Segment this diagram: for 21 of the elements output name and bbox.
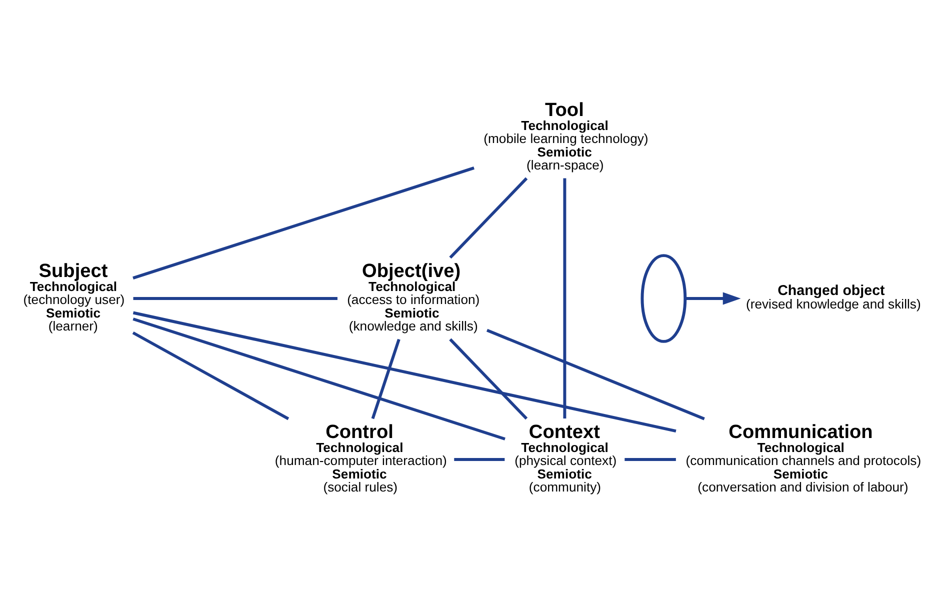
- connector: [486, 328, 704, 420]
- connector: [448, 338, 528, 420]
- connector: [370, 338, 400, 420]
- node-text: Tool Technological (mobile learning technology) Semiotic (learn-space): [483, 100, 648, 172]
- connector: [132, 331, 289, 420]
- connector: [562, 178, 566, 419]
- connector: [448, 177, 528, 259]
- connector: [132, 318, 505, 440]
- node-text: Changed object (revised knowledge and skills): [745, 283, 920, 312]
- node-text: Subject Technological (technology user) Semiotic (learner): [22, 260, 124, 334]
- node-text: Object(ive) Technological (access to information) Semiotic (knowledge and skills): [346, 260, 480, 334]
- connector: [454, 458, 504, 461]
- node-text: Context Technological (physical context) Semiotic (community): [514, 422, 616, 494]
- connector: [132, 311, 676, 433]
- connector: [624, 458, 676, 461]
- connector: [132, 297, 337, 300]
- node-text: Communication Technological (communication channels and protocols) Semiotic (conversation and division of labour): [685, 422, 921, 494]
- node-text: Control Technological (human-computer interaction) Semiotic (social rules): [274, 422, 446, 494]
- node-ellipse: [640, 254, 686, 343]
- arrow: [684, 292, 740, 305]
- connector: [132, 166, 474, 280]
